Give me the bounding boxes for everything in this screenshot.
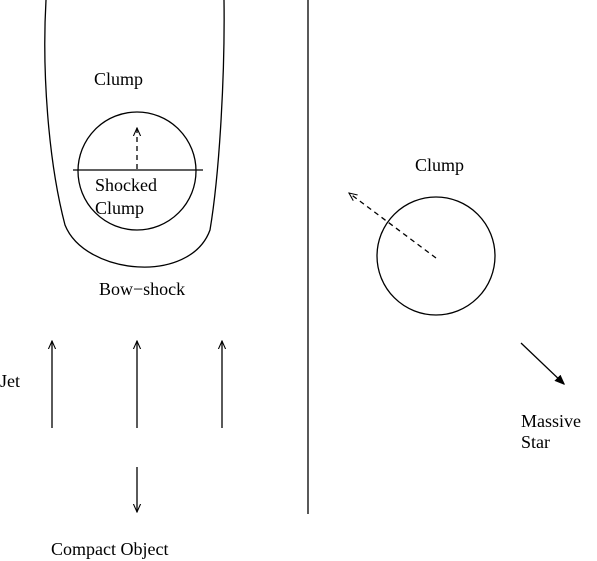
label-bow-shock: Bow−shock <box>99 279 185 299</box>
label-shocked-line1: Shocked <box>95 175 157 195</box>
label-massive-line2: Star <box>521 432 550 452</box>
clump-circle-left <box>77 111 197 231</box>
label-jet: Jet <box>0 371 20 391</box>
label-massive-line1: Massive <box>521 411 581 431</box>
label-clump-right: Clump <box>415 155 464 175</box>
clump-motion-arrow-right <box>349 193 437 259</box>
label-clump-top: Clump <box>94 69 143 89</box>
clump-circle-right <box>376 196 496 316</box>
stellar-wind-arrow <box>520 342 564 384</box>
label-shocked-line2: Clump <box>95 198 144 218</box>
label-compact-object: Compact Object <box>51 539 168 559</box>
bow-shock-outline <box>44 0 225 268</box>
